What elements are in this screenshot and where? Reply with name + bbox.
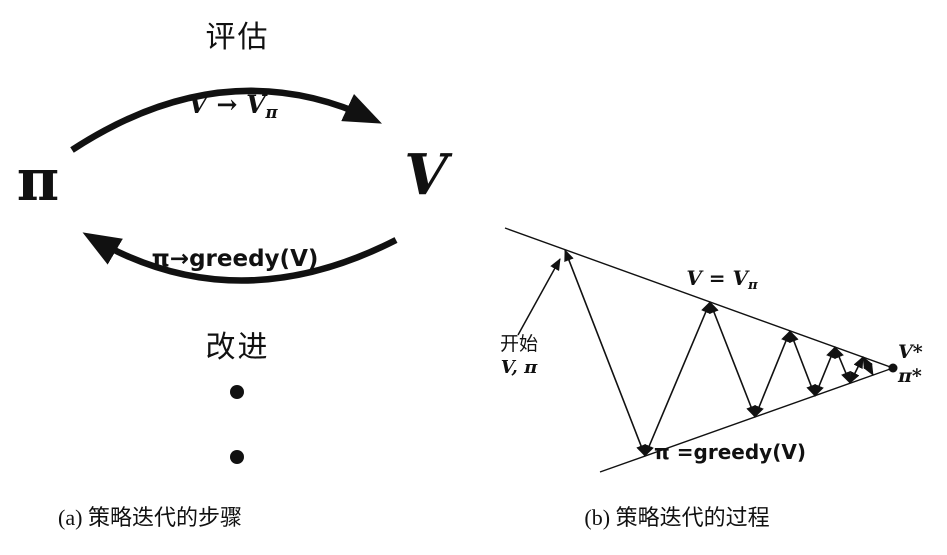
zigzag-arrow	[814, 346, 836, 397]
v-star-label: V*	[898, 341, 923, 363]
convergence-dot	[888, 363, 898, 373]
zigzag-arrow	[709, 301, 756, 418]
improvement-formula: π→greedy(V)	[151, 246, 319, 272]
evaluation-formula-main: V → V	[188, 90, 266, 119]
zigzag-arrow	[862, 356, 874, 376]
zigzag-arrow	[644, 301, 711, 457]
policy-evaluation-label-sub: π	[748, 277, 758, 293]
start-annotation-symbols: V, π	[500, 357, 538, 378]
evaluation-formula-sub: π	[265, 102, 278, 122]
optimal-values-label: V* π*	[898, 340, 944, 388]
caption-a: (a) 策略迭代的步骤	[58, 505, 242, 530]
zigzag-arrow	[834, 346, 851, 384]
pi-star-label: π*	[898, 365, 922, 387]
ellipsis-dot	[230, 450, 244, 464]
evaluation-formula: V → Vπ	[138, 90, 328, 122]
improvement-arrow	[82, 232, 398, 284]
improvement-label: 改进	[205, 331, 270, 364]
start-annotation: 开始 V, π	[486, 333, 552, 379]
convergence-graphic	[504, 227, 898, 473]
value-symbol: V	[404, 142, 448, 208]
evaluation-label: 评估	[205, 21, 270, 54]
start-annotation-text: 开始	[499, 334, 538, 355]
cycle-arrows-graphic	[70, 87, 398, 464]
caption-b: (b) 策略迭代的过程	[584, 505, 770, 530]
pi-symbol: π	[16, 146, 60, 214]
ellipsis-dot	[230, 385, 244, 399]
policy-evaluation-label: V = Vπ	[652, 266, 792, 293]
zigzag-arrow	[564, 249, 646, 457]
greedy-improvement-label: π =greedy(V)	[654, 440, 806, 464]
zigzag-arrow	[754, 330, 791, 418]
start-arrow	[517, 258, 561, 336]
policy-evaluation-label-main: V = V	[686, 266, 749, 290]
zigzag-arrow	[849, 356, 864, 384]
evaluation-arrow	[70, 87, 382, 153]
zigzag-arrow	[789, 330, 816, 397]
